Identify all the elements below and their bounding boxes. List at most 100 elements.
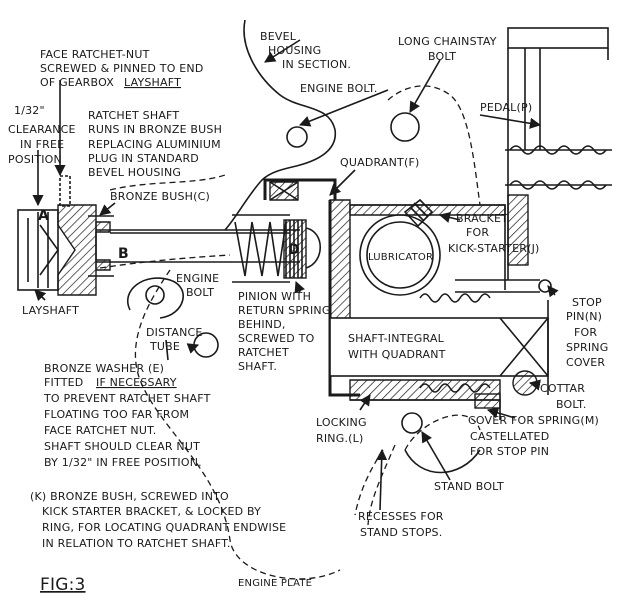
locking-ring-label: LOCKING RING.(L) (316, 416, 367, 445)
quadrant-shaft (329, 300, 549, 396)
recesses-label: RECESSES FOR STAND STOPS. (358, 510, 444, 539)
label-line: KICK STARTER BRACKET, & LOCKED BY (42, 505, 261, 518)
clearance-label: 1/32" CLEARANCE IN FREE POSITION (8, 104, 76, 166)
label-line: BOLT (186, 286, 214, 299)
label-line: SHAFT SHOULD CLEAR NUT (44, 440, 200, 453)
label-line: DISTANCE (146, 326, 203, 339)
label-line: FITTED (44, 376, 83, 389)
pinion-d (283, 219, 321, 279)
label-line: REPLACING ALUMINIUM (88, 138, 221, 151)
lubricator-label: LUBRICATOR (368, 252, 433, 263)
engine-plate-label: ENGINE PLATE (238, 578, 312, 589)
layshaft-assembly (17, 175, 97, 296)
label-line: SPRING (566, 341, 608, 354)
label-line: PLUG IN STANDARD (88, 152, 199, 165)
face-ratchet-nut-label: FACE RATCHET-NUT SCREWED & PINNED TO END… (40, 48, 204, 89)
label-line: BOLT. (556, 398, 587, 411)
label-line: PINION WITH (238, 290, 311, 303)
label-line: STAND STOPS. (360, 526, 442, 539)
label-line: FOR (466, 226, 489, 239)
stand-bolt-label: STAND BOLT (434, 480, 504, 493)
bronze-bush-k-label: (K) BRONZE BUSH, SCREWED INTO KICK START… (30, 490, 286, 550)
bevel-housing-outline (224, 19, 336, 231)
label-line: STOP (572, 296, 602, 309)
engine-bolt-top (286, 126, 308, 148)
label-line: IF NECESSARY (96, 376, 177, 389)
label-line: POSITION (8, 153, 62, 166)
shaft-integral-label: SHAFT-INTEGRAL WITH QUADRANT (348, 332, 445, 361)
label-line: SHAFT. (238, 360, 277, 373)
ratchet-shaft (88, 215, 300, 277)
layshaft-label: LAYSHAFT (22, 304, 79, 317)
label-line: BEVEL HOUSING (88, 166, 181, 179)
label-line: COVER (566, 356, 605, 369)
engine-bolt-mid-boss (127, 277, 184, 319)
distance-tube-label: DISTANCE TUBE (146, 326, 203, 353)
label-line: 1/32" (14, 104, 45, 117)
label-line: IN FREE (20, 138, 64, 151)
cotter-bolt-label: COTTAR BOLT. (540, 382, 587, 411)
label-line: FOR (574, 326, 597, 339)
label-line: LONG CHAINSTAY (398, 35, 497, 48)
recess-dashes (354, 444, 396, 526)
label-line: FLOATING TOO FAR FROM (44, 408, 189, 421)
stop-pin-label: STOP PIN(N) FOR SPRING COVER (566, 296, 608, 369)
label-line: BRACKET (456, 212, 508, 225)
label-line: RUNS IN BRONZE BUSH (88, 123, 222, 136)
label-line: TUBE (149, 340, 180, 353)
engine-plate-outline (134, 85, 481, 580)
label-line: BEHIND, (238, 318, 286, 331)
bevel-housing-dashed (99, 174, 231, 269)
label-line: FOR STOP PIN (470, 445, 549, 458)
quadrant-label: QUADRANT(F) (340, 156, 420, 169)
label-line: KICK-STARTER(J) (448, 242, 540, 255)
label-line: RECESSES FOR (358, 510, 444, 523)
label-line: OF GEARBOX (40, 76, 114, 89)
bevel-housing-label: BEVEL HOUSING IN SECTION. (260, 30, 351, 71)
label-line: SCREWED TO (238, 332, 315, 345)
label-line: RING.(L) (316, 432, 363, 445)
label-line: IN RELATION TO RATCHET SHAFT. (42, 537, 231, 550)
label-line: LOCKING (316, 416, 367, 429)
bracket-label: BRACKET FOR KICK-STARTER(J) (448, 212, 540, 255)
label-line: ENGINE (176, 272, 219, 285)
label-line: LAYSHAFT (124, 76, 181, 89)
pinion-label: PINION WITH RETURN SPRING BEHIND, SCREWE… (238, 290, 331, 373)
label-line: COVER FOR SPRING(M) (468, 414, 599, 427)
label-line: RATCHET (238, 346, 289, 359)
label-line: RETURN SPRING (238, 304, 331, 317)
ratchet-shaft-label: RATCHET SHAFT RUNS IN BRONZE BUSH REPLAC… (88, 109, 222, 179)
figure-caption: FIG:3 (40, 575, 86, 595)
lubricator (359, 198, 441, 296)
label-line: BRONZE WASHER (E) (44, 362, 164, 375)
label-line: SHAFT-INTEGRAL (348, 332, 445, 345)
label-line: BEVEL (260, 30, 297, 43)
bronze-bush-c-label: BRONZE BUSH(C) (110, 190, 210, 203)
label-line: RING, FOR LOCATING QUADRANT ENDWISE (42, 521, 286, 534)
engine-bolt-mid-label: ENGINE BOLT (176, 272, 219, 299)
label-line: (K) BRONZE BUSH, SCREWED INTO (30, 490, 229, 503)
label-line: CASTELLATED (470, 430, 549, 443)
label-line: CLEARANCE (8, 123, 76, 136)
part-b-label: B (118, 246, 129, 262)
bronze-washer-label: BRONZE WASHER (E) FITTED IF NECESSARY TO… (43, 362, 211, 469)
label-line: RATCHET SHAFT (88, 109, 179, 122)
label-line: IN SECTION. (282, 58, 351, 71)
stand-plate-curve (404, 449, 481, 474)
label-line: FACE RATCHET-NUT (40, 48, 150, 61)
pedal-label: PEDAL(P) (480, 101, 532, 114)
label-line: BOLT (428, 50, 456, 63)
long-chainstay-label: LONG CHAINSTAY BOLT (398, 35, 497, 63)
leader-lines (32, 39, 559, 511)
cover-for-spring-label: COVER FOR SPRING(M) CASTELLATED FOR STOP… (468, 414, 599, 458)
part-d-label: D (288, 242, 300, 258)
label-line: HOUSING (268, 44, 321, 57)
label-line: FACE RATCHET NUT. (44, 424, 156, 437)
label-line: TO PREVENT RATCHET SHAFT (43, 392, 211, 405)
label-line: SCREWED & PINNED TO END (40, 62, 204, 75)
long-chainstay-bolt-hole (390, 112, 420, 142)
label-line: BY 1/32" IN FREE POSITION. (44, 456, 202, 469)
part-a-label: A (38, 208, 49, 224)
stand-bolt-hole (401, 412, 423, 434)
